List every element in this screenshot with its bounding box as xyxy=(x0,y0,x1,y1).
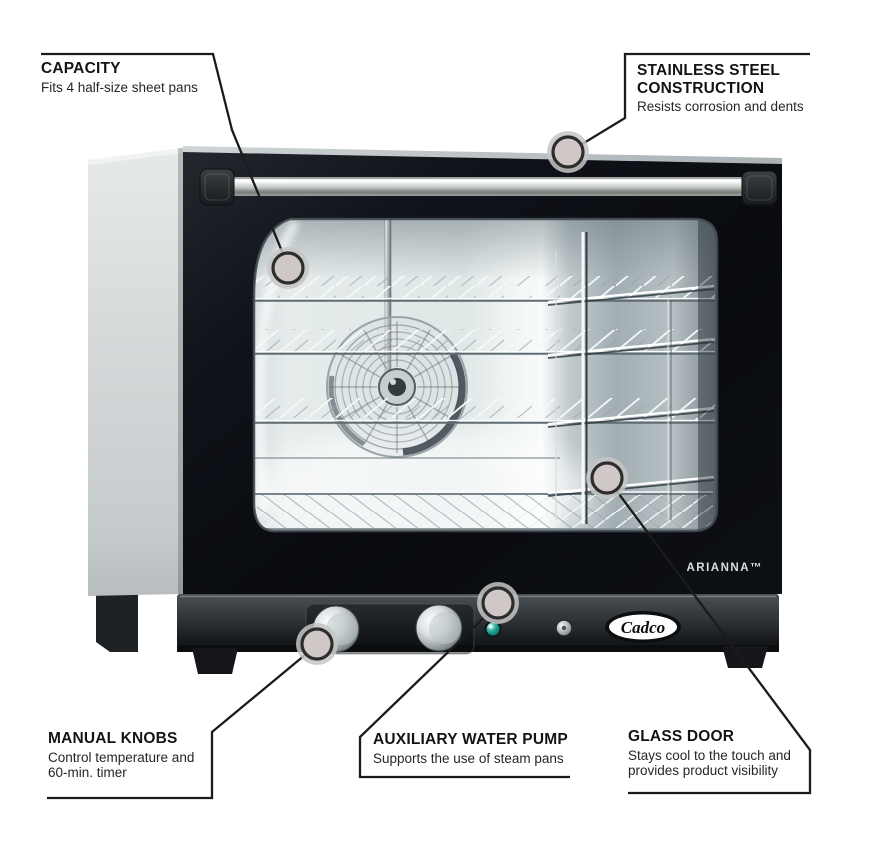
callout-glass-door-body-line: Stays cool to the touch and xyxy=(628,747,791,763)
callout-manual-knobs-body: Control temperature and 60-min. timer xyxy=(48,750,194,781)
callout-glass-door: GLASS DOOR Stays cool to the touch and p… xyxy=(628,728,791,779)
brand-logo: Cadco xyxy=(605,611,681,643)
stainless-steel-line xyxy=(568,52,810,153)
door-pin xyxy=(749,586,755,592)
oven-top-edge xyxy=(183,146,782,164)
callout-glass-door-body-line: provides product visibility xyxy=(628,763,779,778)
model-label: ARIANNA™ xyxy=(686,562,763,574)
callout-manual-knobs-body-line: Control temperature and xyxy=(48,749,195,765)
callout-water-pump-body-line: Supports the use of steam pans xyxy=(373,750,564,766)
glass-door-line xyxy=(606,477,812,795)
marker-manual-knobs xyxy=(296,623,338,665)
handle-left-cap xyxy=(199,168,235,206)
callout-manual-knobs-title: MANUAL KNOBS xyxy=(48,730,178,747)
marker-stainless-steel xyxy=(547,131,589,173)
oven-handle xyxy=(199,168,778,206)
callout-stainless-steel-body: Resists corrosion and dents xyxy=(637,99,815,115)
callout-capacity-title: CAPACITY xyxy=(41,60,121,77)
marker-glass-door xyxy=(586,457,628,499)
callout-water-pump: AUXILIARY WATER PUMP Supports the use of… xyxy=(373,731,568,766)
oven-window xyxy=(252,217,719,533)
callout-stainless-steel-body-line: Resists corrosion and dents xyxy=(637,99,804,114)
feature-markers xyxy=(267,131,628,665)
callout-glass-door-body: Stays cool to the touch and provides pro… xyxy=(628,748,791,779)
manual-knobs-line xyxy=(47,644,318,800)
door-pin xyxy=(731,586,737,592)
callout-capacity-body: Fits 4 half-size sheet pans xyxy=(41,80,198,96)
oven-right-foot xyxy=(722,646,768,668)
callout-manual-knobs-body-line: 60-min. timer xyxy=(48,765,127,780)
callout-stainless-steel-title: STAINLESS STEEL CONSTRUCTION xyxy=(637,62,780,97)
side-rack-reflection xyxy=(547,232,715,524)
callout-water-pump-title: AUXILIARY WATER PUMP xyxy=(373,731,568,748)
marker-capacity xyxy=(267,247,309,289)
handle-right-cap xyxy=(741,170,778,206)
marker-water-pump xyxy=(477,582,519,624)
callout-glass-door-title: GLASS DOOR xyxy=(628,728,735,745)
callout-manual-knobs: MANUAL KNOBS Control temperature and 60-… xyxy=(48,730,194,781)
oven-back-foot xyxy=(96,588,138,652)
callout-lines xyxy=(41,52,812,800)
wire-racks xyxy=(255,276,715,530)
oven-left-foot xyxy=(192,648,238,674)
water-pump-line xyxy=(358,603,570,779)
callout-capacity: CAPACITY Fits 4 half-size sheet pans xyxy=(41,60,198,95)
callout-stainless-steel: STAINLESS STEEL CONSTRUCTION Resists cor… xyxy=(637,62,815,115)
callout-capacity-body-line: Fits 4 half-size sheet pans xyxy=(41,79,198,95)
brand-logo-text: Cadco xyxy=(621,618,665,637)
oven-side-panel xyxy=(88,148,183,596)
capacity-line xyxy=(41,52,290,267)
callout-water-pump-body: Supports the use of steam pans xyxy=(373,751,568,767)
